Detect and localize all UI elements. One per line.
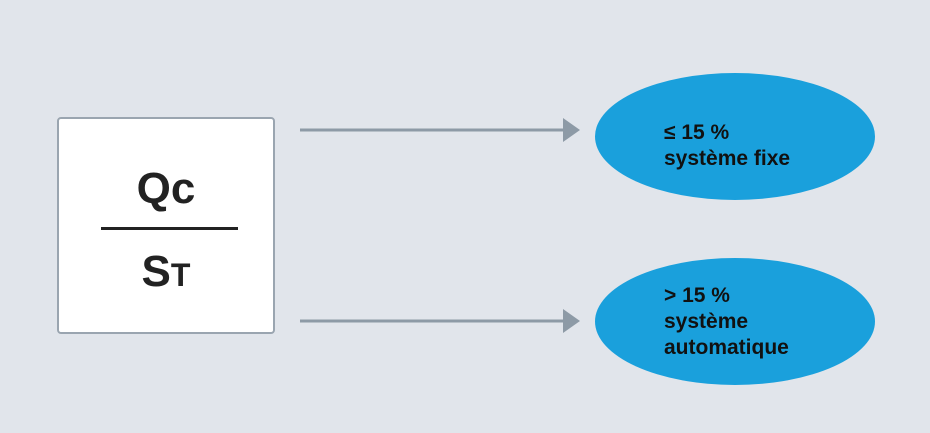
- fraction-line: [101, 227, 238, 230]
- outcome-label-2: automatique: [664, 336, 789, 359]
- outcome-label: système fixe: [664, 147, 791, 170]
- formula-box: Qc ST: [57, 117, 275, 334]
- denominator-main: S: [141, 247, 171, 296]
- outcome-label: système: [664, 310, 749, 333]
- arrow-top: [300, 118, 580, 142]
- numerator: Qc: [136, 164, 196, 213]
- outcome-fixed: ≤ 15 % système fixe: [595, 73, 875, 200]
- outcome-automatic: > 15 % système automatique: [595, 258, 875, 385]
- outcome-threshold: ≤ 15 %: [664, 121, 730, 144]
- denominator-sub: T: [170, 257, 191, 293]
- arrow-bottom: [300, 309, 580, 333]
- outcome-threshold: > 15 %: [664, 284, 730, 307]
- denominator: ST: [59, 247, 273, 297]
